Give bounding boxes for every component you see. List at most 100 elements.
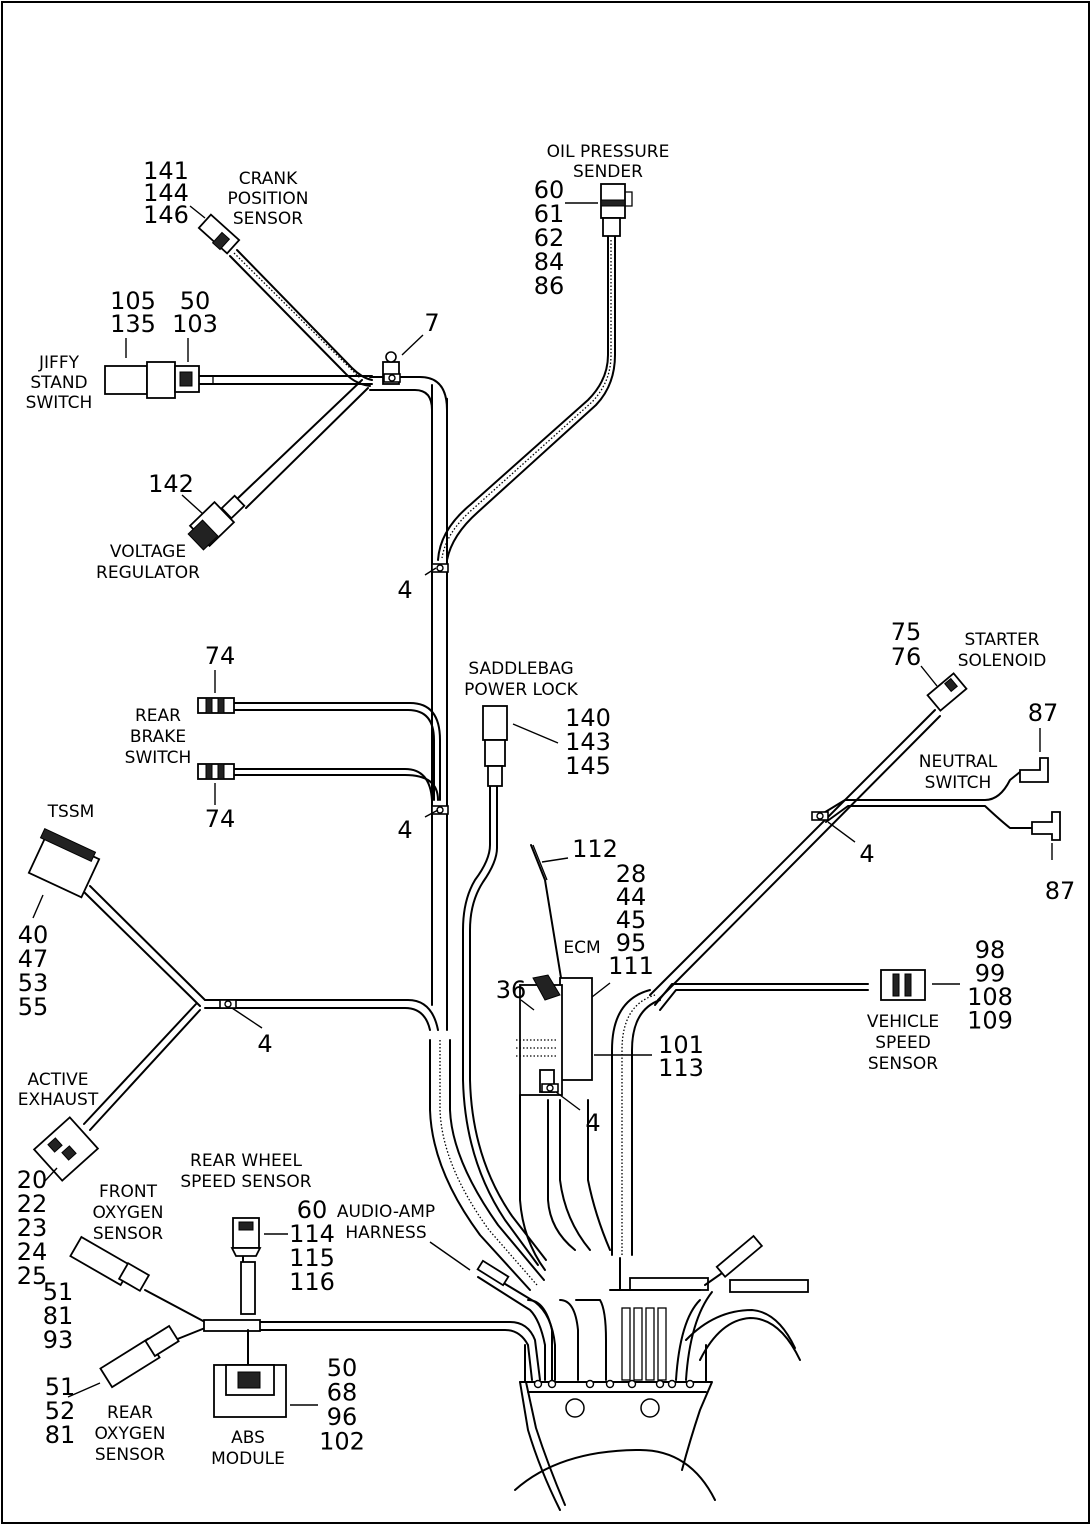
text-line: REGULATOR: [96, 563, 200, 583]
ecm-unit: [516, 974, 593, 1096]
text-line: 60: [534, 176, 565, 204]
text-line: 99: [975, 960, 1006, 988]
text-line: SWITCH: [925, 773, 992, 793]
text-line: 68: [327, 1379, 358, 1407]
harness-clip-rivet: [436, 564, 444, 572]
text-line: 141: [143, 157, 189, 185]
text-line: 50: [327, 1354, 358, 1382]
text-line: BRAKE: [130, 727, 186, 747]
text-line: OIL PRESSURE: [547, 142, 670, 162]
clip-4-ref: 4: [397, 816, 412, 844]
text-line: SOLENOID: [958, 651, 1047, 671]
bracket-tie-clip: [655, 1379, 665, 1389]
text-line: SENSOR: [95, 1445, 165, 1465]
text-line: 50: [180, 287, 211, 315]
text-line: SENSOR: [233, 209, 303, 229]
frame-bracket: [514, 1344, 716, 1511]
ecm-probe-ref: 112: [572, 835, 618, 863]
text-line: 142: [148, 470, 194, 498]
clip-4-ref: 4: [397, 576, 412, 604]
neutral-bottom-ref: 87: [1045, 877, 1076, 905]
text-line: 53: [18, 969, 49, 997]
text-line: ABS: [231, 1428, 265, 1448]
clip-7-ref: 7: [424, 309, 439, 337]
text-line: SENSOR: [868, 1054, 938, 1074]
text-line: NEUTRAL: [919, 752, 998, 772]
active-exhaust-connector: [32, 1116, 100, 1182]
text-line: 98: [975, 936, 1006, 964]
text-line: HARNESS: [345, 1223, 426, 1243]
text-line: 111: [608, 952, 654, 980]
text-line: 109: [967, 1007, 1013, 1035]
text-line: SADDLEBAG: [468, 659, 573, 679]
bracket-tie-clip: [585, 1379, 595, 1389]
vehicle-speed-sensor-connector: [880, 969, 926, 1001]
text-line: 51: [45, 1373, 76, 1401]
text-line: 44: [616, 883, 647, 911]
text-line: 145: [565, 752, 611, 780]
text-line: 95: [616, 929, 647, 957]
text-line: SWITCH: [26, 393, 93, 413]
voltage-regulator-connector: [187, 494, 246, 551]
text-line: 144: [143, 179, 189, 207]
text-line: JIFFY: [38, 353, 80, 373]
harness-clip-rivet: [546, 1084, 554, 1092]
text-line: VEHICLE: [867, 1012, 939, 1032]
text-line: 61: [534, 200, 565, 228]
rear-brake-top-ref: 74: [205, 642, 236, 670]
text-line: 102: [319, 1428, 365, 1456]
text-line: REAR: [135, 706, 181, 726]
text-line: 75: [891, 618, 922, 646]
text-line: ACTIVE: [28, 1070, 89, 1090]
text-line: OXYGEN: [93, 1203, 164, 1223]
text-line: 25: [17, 1262, 48, 1290]
text-line: 45: [616, 906, 647, 934]
neutral-switch-connectors: [1019, 757, 1061, 841]
text-line: 115: [289, 1244, 335, 1272]
leader-lines: [32, 202, 1053, 1406]
saddlebag-lock-connector: [482, 705, 508, 787]
rear-oxygen-sensor-connector: [99, 1324, 180, 1389]
harness-wires: [83, 234, 1033, 1381]
text-line: 51: [43, 1278, 74, 1306]
text-line: 81: [45, 1421, 76, 1449]
text-line: POWER LOCK: [464, 680, 579, 700]
text-line: SWITCH: [125, 748, 192, 768]
text-line: 22: [17, 1190, 48, 1218]
front-oxygen-sensor-connector: [69, 1235, 151, 1293]
text-line: 47: [18, 945, 49, 973]
tssm-label: TSSM: [47, 802, 95, 822]
text-line: 112: [572, 835, 618, 863]
text-line: 62: [534, 224, 565, 252]
text-line: 81: [43, 1302, 74, 1330]
rear-wheel-speed-sensor-connector: [230, 1217, 262, 1257]
abs-module-block: [213, 1364, 287, 1418]
text-line: SPEED SENSOR: [180, 1172, 311, 1192]
text-line: 114: [289, 1220, 335, 1248]
text-line: 113: [658, 1054, 704, 1082]
text-line: SENDER: [573, 162, 643, 182]
